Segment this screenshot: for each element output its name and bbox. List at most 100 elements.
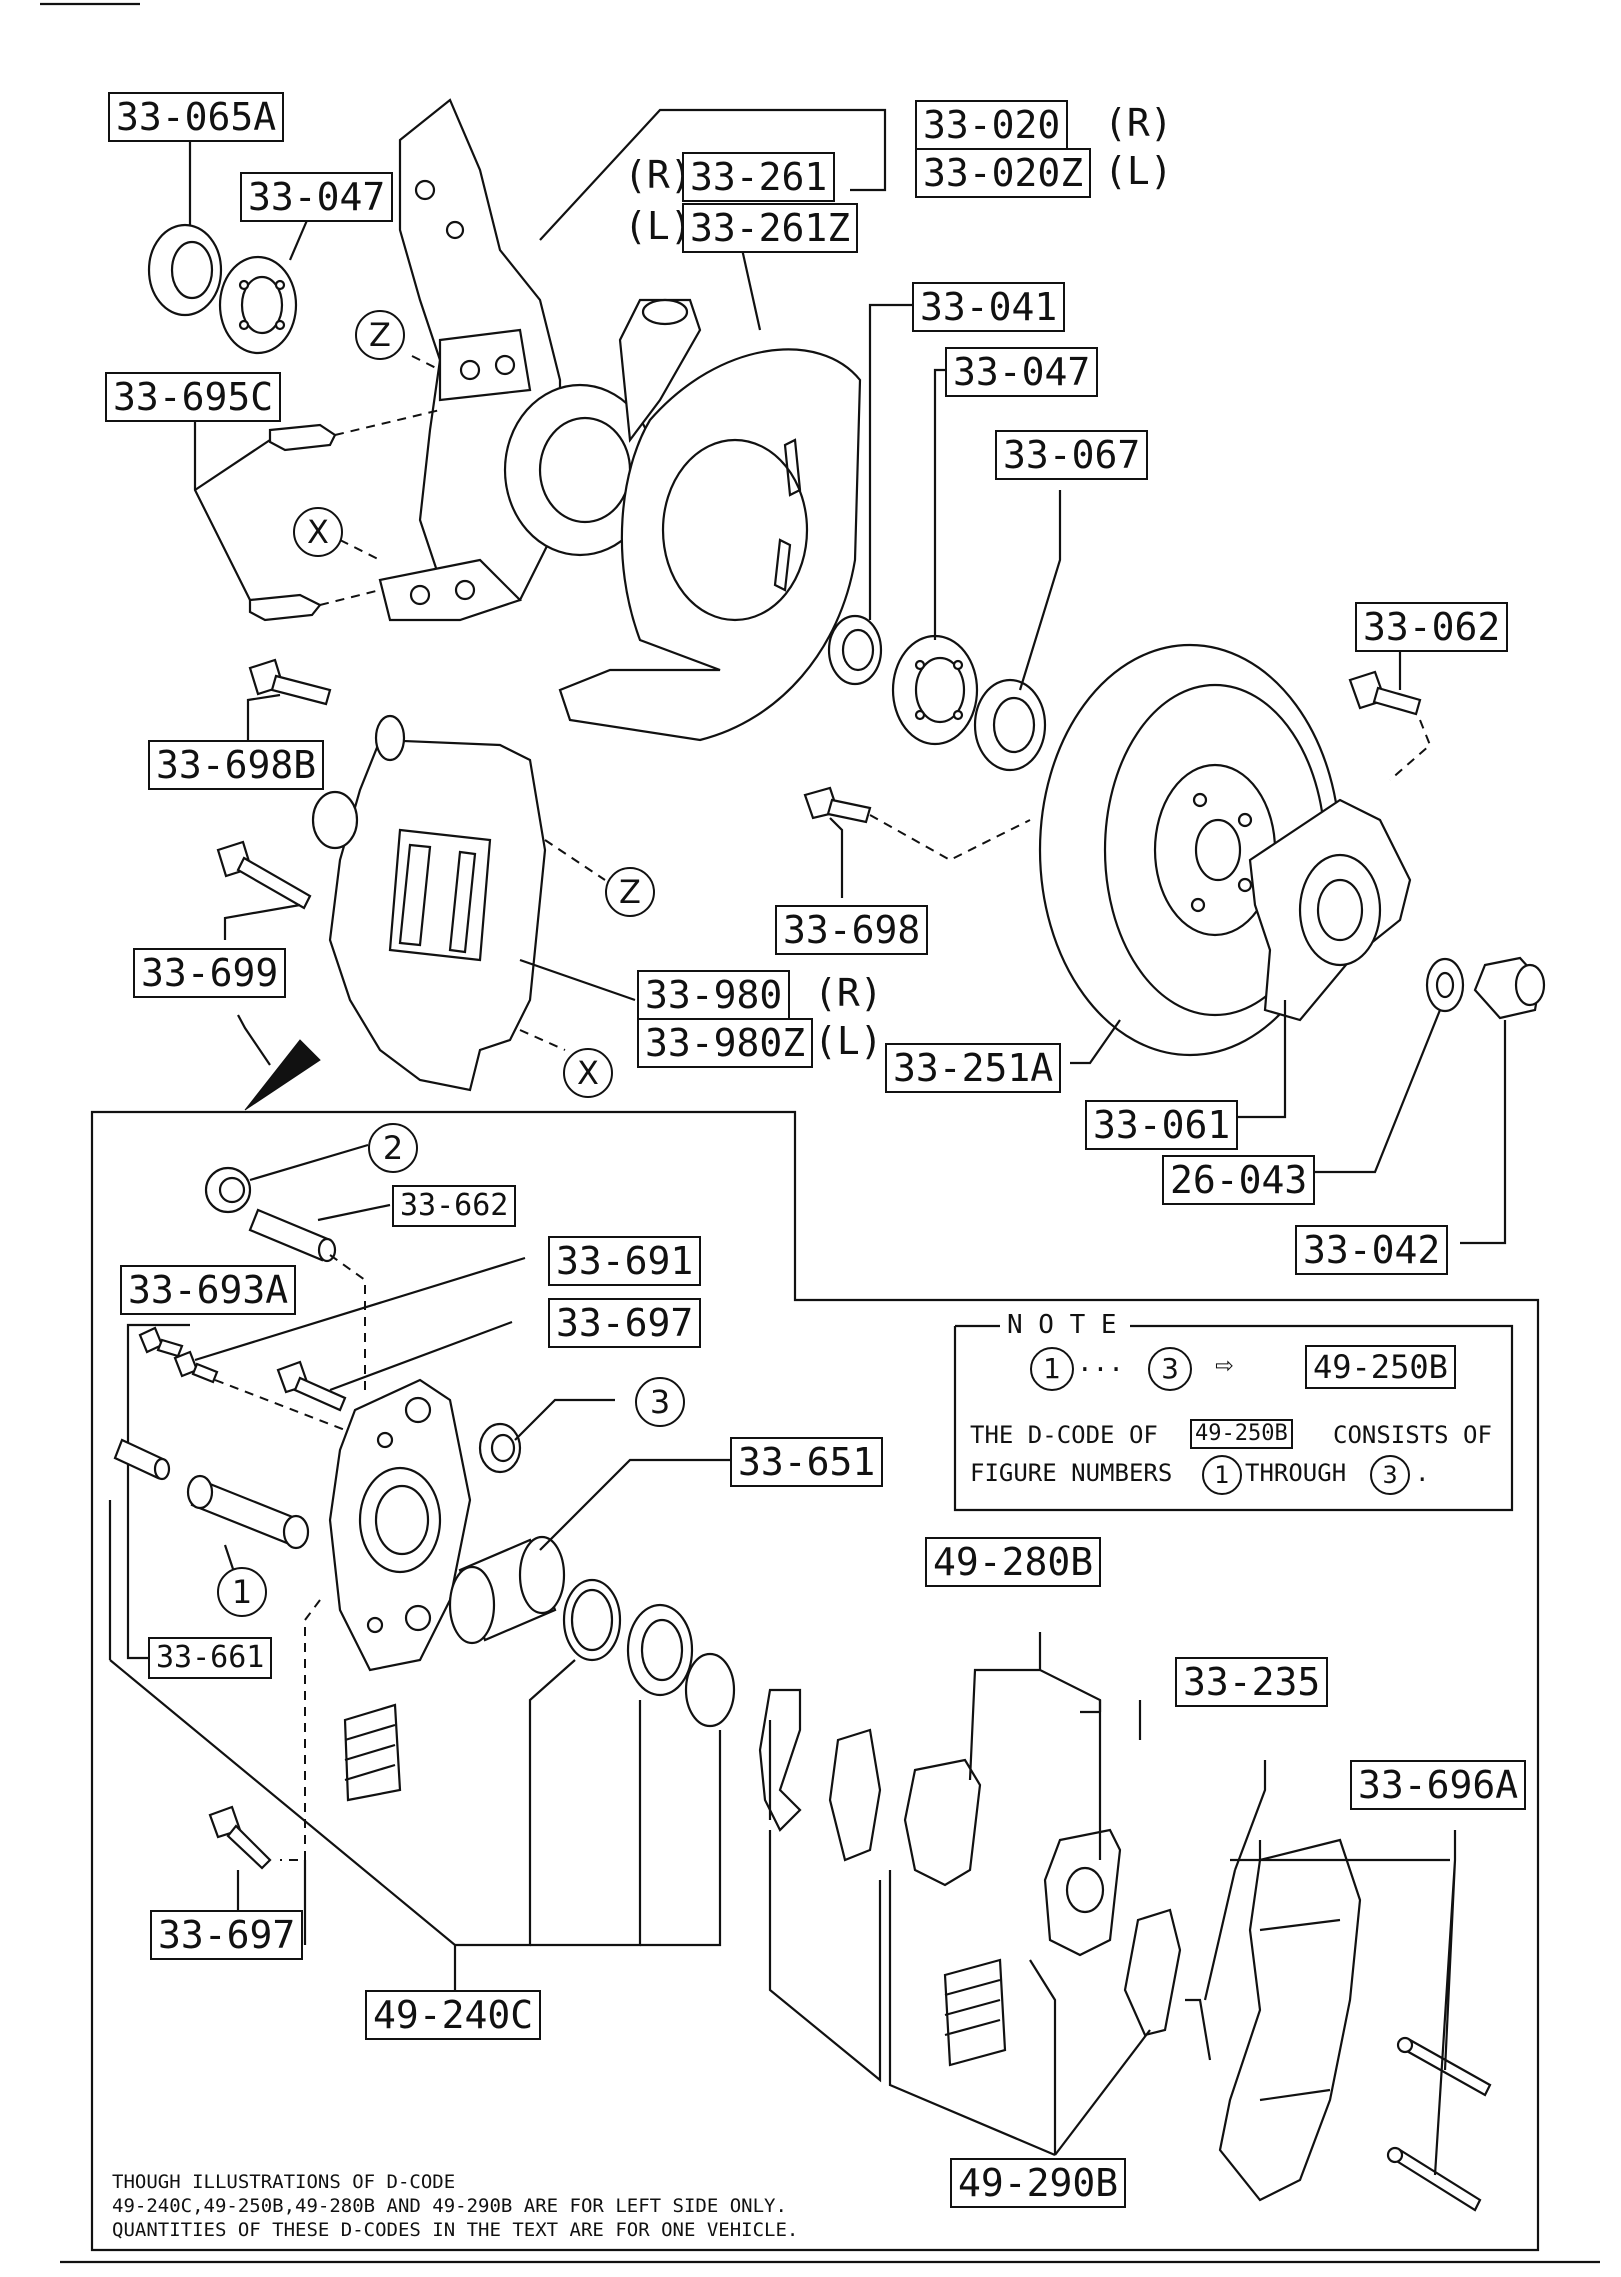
part-label-33-062: 33-062 xyxy=(1355,602,1509,652)
side-label-r: (R) xyxy=(624,153,693,197)
part-label-33-047-outer: 33-047 xyxy=(945,347,1099,397)
piston-33-651-drawing xyxy=(448,1535,566,1645)
anti-squeal-plate-drawing xyxy=(828,1728,882,1862)
note-line1-start: THE D-CODE OF xyxy=(970,1421,1158,1449)
side-label-l: (L) xyxy=(1104,149,1173,193)
note-line1-end: CONSISTS OF xyxy=(1333,1421,1492,1449)
bolt-33-698B-drawing xyxy=(248,658,332,706)
part-label-33-047: 33-047 xyxy=(240,172,394,222)
note-range-separator: ··· xyxy=(1077,1355,1124,1385)
part-label-33-661: 33-661 xyxy=(148,1637,273,1679)
pin-33-661-drawing xyxy=(113,1438,171,1481)
part-label-33-651: 33-651 xyxy=(730,1437,884,1487)
note-arrow: ⇨ xyxy=(1215,1347,1234,1382)
part-label-33-020: 33-020 xyxy=(915,100,1069,150)
seal-ring-drawing xyxy=(562,1578,622,1662)
bolt-33-697-upper-drawing xyxy=(276,1360,347,1412)
part-label-33-693A: 33-693A xyxy=(120,1265,297,1315)
pin-33-696A-b-drawing xyxy=(1386,2146,1482,2212)
part-label-49-290B: 49-290B xyxy=(950,2158,1127,2208)
dust-shield-33-261-drawing xyxy=(558,348,862,742)
side-label-l: (L) xyxy=(624,204,693,248)
side-label-r: (R) xyxy=(814,971,883,1015)
footnote-line-2: 49-240C,49-250B,49-280B AND 49-290B ARE … xyxy=(112,2195,787,2217)
note-line1-dcode: 49-250B xyxy=(1190,1419,1293,1449)
bolt-33-698-drawing xyxy=(803,786,872,824)
bearing-outer-drawing xyxy=(891,634,979,746)
part-label-33-697-lower: 33-697 xyxy=(150,1910,304,1960)
part-label-33-041: 33-041 xyxy=(912,282,1066,332)
shim-outer-drawing xyxy=(1123,1908,1182,2037)
part-label-26-043: 26-043 xyxy=(1162,1155,1316,1205)
part-label-33-065A: 33-065A xyxy=(108,92,285,142)
part-label-33-061: 33-061 xyxy=(1085,1100,1239,1150)
pin-33-696A-a-drawing xyxy=(1396,2036,1492,2097)
marker-1: 1 xyxy=(217,1567,267,1617)
hub-33-061-drawing xyxy=(1248,798,1412,1022)
note-title: N O T E xyxy=(1003,1310,1121,1340)
part-label-33-699: 33-699 xyxy=(133,948,287,998)
note-line2-marker-1: 1 xyxy=(1202,1455,1242,1495)
footnote-line-1: THOUGH ILLUSTRATIONS OF D-CODE xyxy=(112,2171,456,2193)
part-label-33-235: 33-235 xyxy=(1175,1657,1329,1707)
seal-33-041-drawing xyxy=(827,614,883,686)
part-label-49-280B: 49-280B xyxy=(925,1537,1102,1587)
boot-2-drawing xyxy=(204,1166,252,1214)
part-label-33-020Z: 33-020Z xyxy=(915,148,1092,198)
bleeder-33-693A-drawing xyxy=(138,1326,184,1358)
note-line2-start: FIGURE NUMBERS xyxy=(970,1459,1173,1487)
part-label-33-261: 33-261 xyxy=(682,152,836,202)
part-label-33-662: 33-662 xyxy=(392,1185,517,1227)
note-marker-1: 1 xyxy=(1030,1347,1074,1391)
part-label-33-698: 33-698 xyxy=(775,905,929,955)
knuckle-33-020-drawing xyxy=(378,98,702,622)
seal-33-067-drawing xyxy=(973,678,1047,772)
marker-3: 3 xyxy=(635,1377,685,1427)
boot-3-drawing xyxy=(478,1422,522,1474)
part-label-33-696A: 33-696A xyxy=(1350,1760,1527,1810)
brake-pad-drawing xyxy=(903,1758,982,1887)
pin-33-662-drawing xyxy=(248,1208,337,1263)
note-line2-through: THROUGH xyxy=(1245,1459,1347,1487)
bolt-33-699-drawing xyxy=(216,840,312,910)
part-label-33-980: 33-980 xyxy=(637,970,791,1020)
part-label-33-691: 33-691 xyxy=(548,1236,702,1286)
bolt-33-697-lower-drawing xyxy=(208,1805,272,1870)
clip-lower-drawing xyxy=(248,593,322,622)
caliper-half-drawing xyxy=(328,1378,472,1672)
note-line2-marker-3: 3 xyxy=(1370,1455,1410,1495)
clip-upper-drawing xyxy=(268,423,337,452)
dust-boot-drawing xyxy=(626,1603,694,1697)
part-label-33-042: 33-042 xyxy=(1295,1225,1449,1275)
part-label-33-067: 33-067 xyxy=(995,430,1149,480)
marker-2: 2 xyxy=(368,1123,418,1173)
bearing-33-047-drawing xyxy=(218,255,298,355)
seal-33-065A-drawing xyxy=(147,223,223,317)
nut-33-042-drawing xyxy=(1473,956,1546,1020)
side-label-r: (R) xyxy=(1104,101,1173,145)
shim-plate-drawing xyxy=(758,1688,802,1832)
part-label-33-695C: 33-695C xyxy=(105,372,282,422)
part-label-33-980Z: 33-980Z xyxy=(637,1018,814,1068)
part-label-33-698B: 33-698B xyxy=(148,740,325,790)
part-label-49-240C: 49-240C xyxy=(365,1990,542,2040)
marker-z: Z xyxy=(605,867,655,917)
caliper-33-980-drawing xyxy=(311,714,547,1092)
footnote-line-3: QUANTITIES OF THESE D-CODES IN THE TEXT … xyxy=(112,2219,799,2241)
note-line2-end: . xyxy=(1415,1459,1430,1487)
marker-z: Z xyxy=(355,310,405,360)
caliper-bracket-drawing xyxy=(1218,1838,1362,2202)
bolt-33-062-drawing xyxy=(1348,670,1422,716)
part-label-33-697: 33-697 xyxy=(548,1298,702,1348)
note-dcode: 49-250B xyxy=(1305,1345,1456,1389)
marker-x: X xyxy=(293,507,343,557)
marker-x: X xyxy=(563,1048,613,1098)
part-label-33-251A: 33-251A xyxy=(885,1043,1062,1093)
pin-1-drawing xyxy=(186,1474,310,1550)
bleeder-33-691-drawing xyxy=(173,1350,219,1384)
part-label-33-261Z: 33-261Z xyxy=(682,203,859,253)
note-marker-3: 3 xyxy=(1148,1347,1192,1391)
o-ring-drawing xyxy=(684,1652,736,1728)
